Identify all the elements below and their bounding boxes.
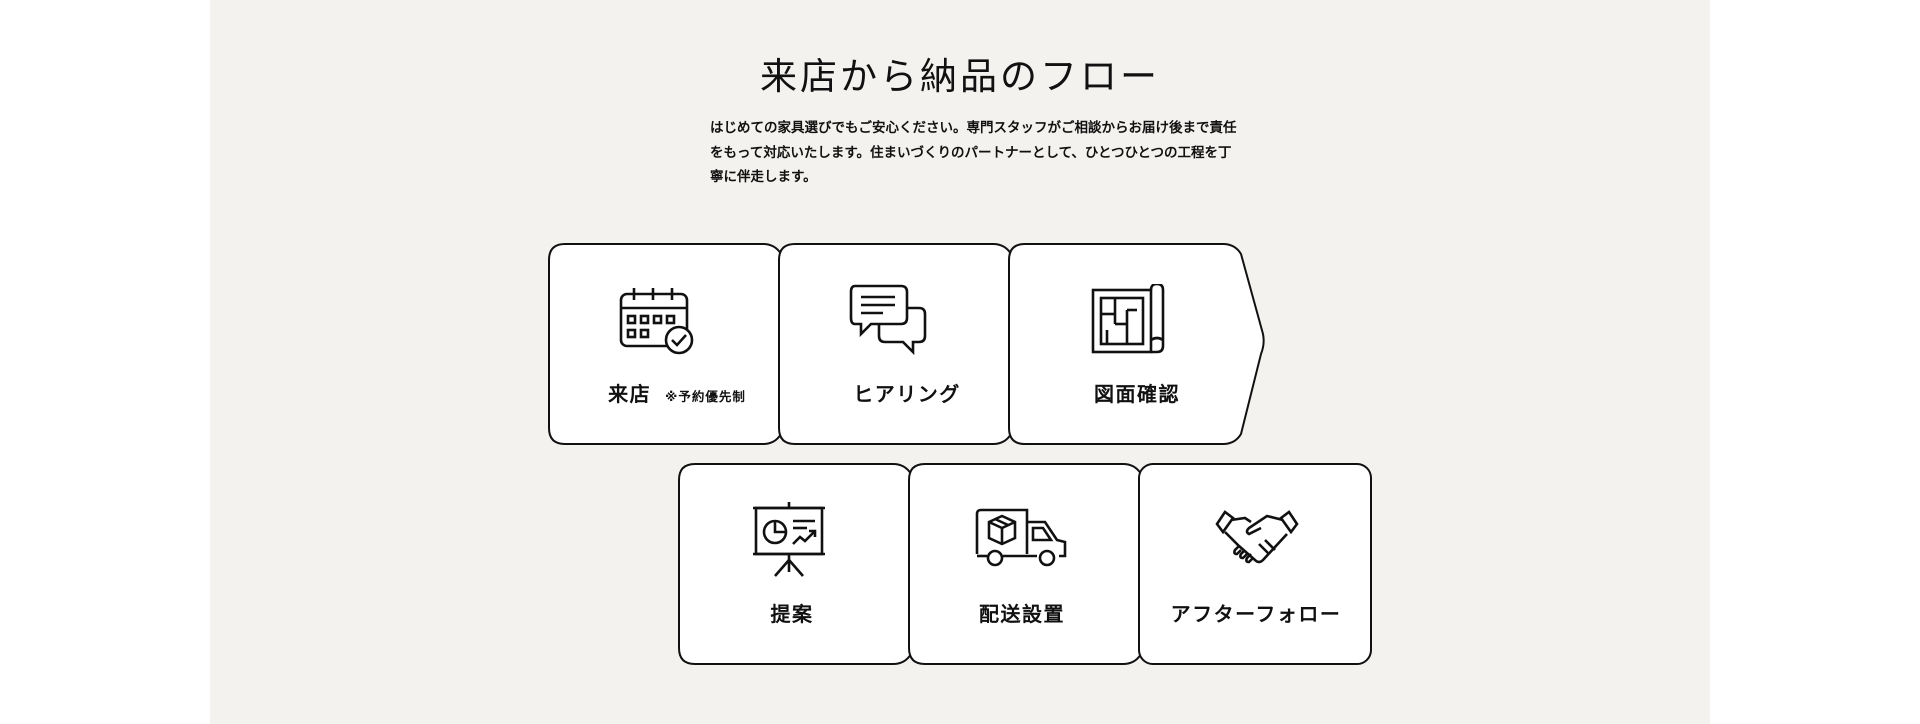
delivery-truck-icon bbox=[975, 508, 1067, 574]
step-card-delivery: 配送設置 bbox=[908, 463, 1165, 665]
step-card-hearing: ヒアリング bbox=[778, 243, 1035, 445]
handshake-icon bbox=[1215, 510, 1299, 570]
presentation-board-icon bbox=[751, 502, 827, 582]
step-card-visit: 来店 ※予約優先制 bbox=[548, 243, 805, 445]
step-label: アフターフォロー bbox=[1170, 602, 1342, 626]
step-card-drawing-check: 図面確認 bbox=[1008, 243, 1265, 445]
step-label: 図面確認 bbox=[1094, 382, 1180, 406]
section-title: 来店から納品のフロー bbox=[760, 55, 1160, 98]
flow-section: 来店から納品のフロー はじめての家具選びでもご安心ください。専門スタッフがご相談… bbox=[210, 0, 1710, 724]
step-label: ヒアリング bbox=[853, 382, 961, 406]
card-shape bbox=[1138, 463, 1372, 665]
step-label: 来店 bbox=[608, 382, 652, 406]
step-label: 提案 bbox=[770, 602, 814, 626]
step-card-proposal: 提案 bbox=[678, 463, 935, 665]
section-intro: はじめての家具選びでもご安心ください。専門スタッフがご相談からお届け後まで責任を… bbox=[710, 120, 1237, 185]
step-card-after-follow: アフターフォロー bbox=[1138, 463, 1373, 665]
step-note: ※予約優先制 bbox=[665, 389, 746, 404]
calendar-check-icon bbox=[619, 286, 695, 362]
step-label: 配送設置 bbox=[979, 602, 1065, 626]
floor-plan-icon bbox=[1091, 282, 1165, 360]
chat-bubbles-icon bbox=[849, 284, 927, 360]
